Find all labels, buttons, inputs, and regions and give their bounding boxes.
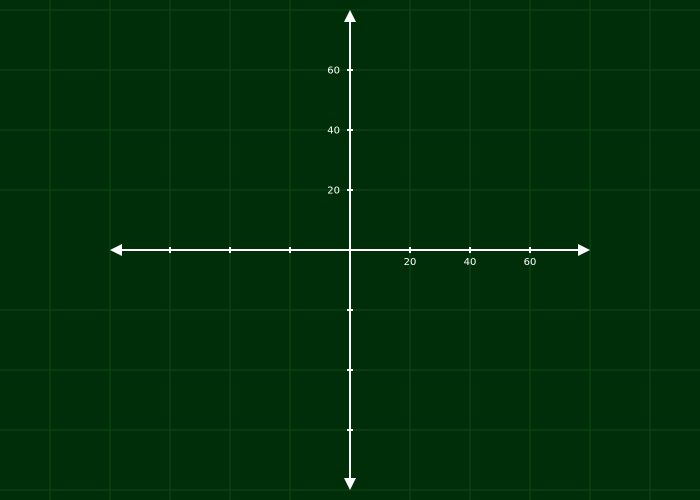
ticks: 20 40 60 20 40 60 [169,66,537,431]
x-tick-label: 60 [524,257,537,268]
y-axis-arrow-down-icon [344,478,356,490]
y-axis-arrow-up-icon [344,10,356,22]
x-tick-label: 40 [464,257,477,268]
x-axis-arrow-left-icon [110,244,122,256]
x-tick-label: 20 [404,257,417,268]
y-tick-label: 60 [327,66,340,77]
y-tick-label: 20 [327,186,340,197]
axes [110,10,590,490]
y-tick-label: 40 [327,126,340,137]
x-axis-arrow-right-icon [578,244,590,256]
